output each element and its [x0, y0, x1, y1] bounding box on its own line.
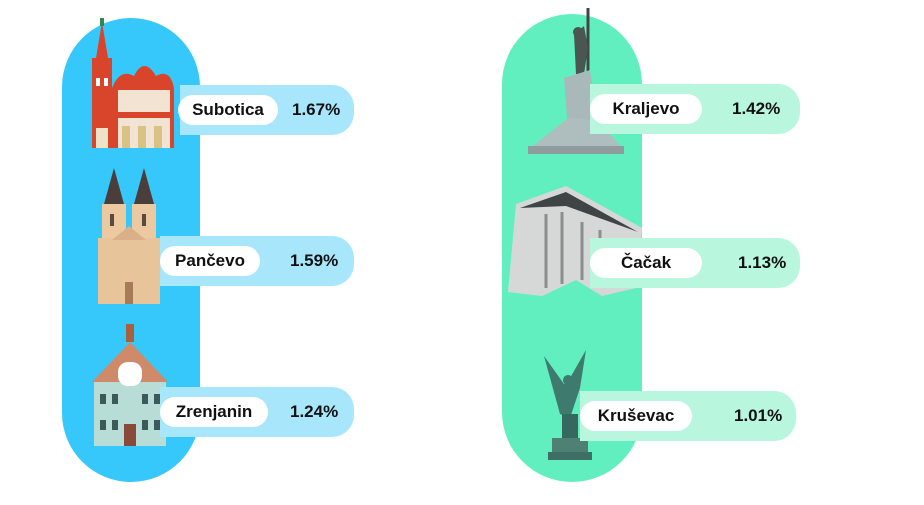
city-label: Zrenjanin: [160, 397, 268, 427]
city-row-krusevac: Kruševac 1.01%: [580, 391, 796, 441]
city-row-pancevo: Pančevo 1.59%: [160, 236, 354, 286]
subotica-city-hall-icon: [92, 18, 174, 148]
city-label: Subotica: [178, 95, 278, 125]
city-label: Pančevo: [160, 246, 260, 276]
zrenjanin-city-hall-icon: [92, 324, 168, 446]
city-label: Kraljevo: [590, 94, 702, 124]
city-row-kraljevo: Kraljevo 1.42%: [590, 84, 800, 134]
city-row-zrenjanin: Zrenjanin 1.24%: [160, 387, 354, 437]
city-value: 1.59%: [290, 251, 339, 270]
city-label: Čačak: [590, 248, 702, 278]
city-row-subotica: Subotica 1.67%: [178, 85, 354, 135]
pancevo-church-icon: [98, 168, 160, 304]
kraljevo-monument-icon: [528, 8, 624, 154]
city-value: 1.24%: [290, 402, 339, 421]
krusevac-monument-icon: [544, 350, 592, 460]
city-label: Kruševac: [580, 401, 692, 431]
city-value: 1.42%: [732, 99, 781, 118]
city-value: 1.13%: [738, 253, 787, 272]
city-value: 1.01%: [734, 406, 783, 425]
city-row-cacak: Čačak 1.13%: [590, 238, 800, 288]
city-value: 1.67%: [292, 100, 341, 119]
